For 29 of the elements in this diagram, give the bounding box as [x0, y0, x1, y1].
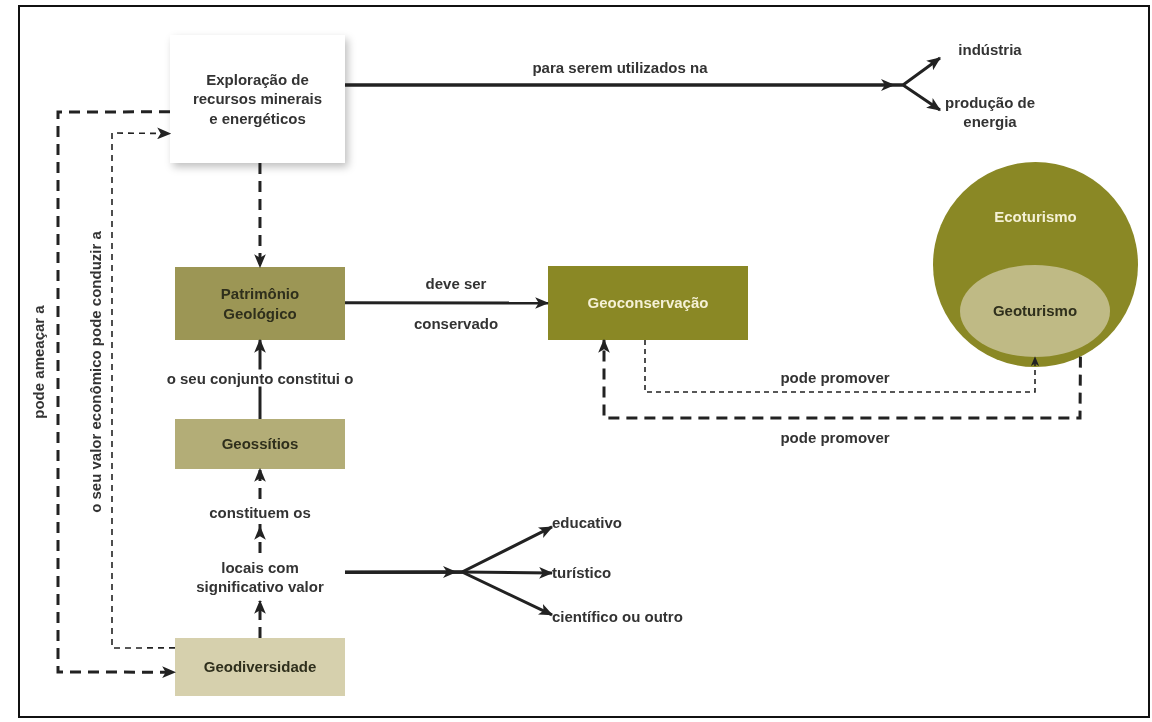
- text-label: turístico: [552, 563, 612, 583]
- node-label: Geossítios: [221, 434, 299, 454]
- arrow: [111, 127, 176, 649]
- process-box: [170, 35, 345, 163]
- process-box: [175, 638, 345, 696]
- text-label: educativo: [552, 513, 623, 533]
- node-label: Geoturismo: [992, 301, 1078, 321]
- arrow: [56, 110, 177, 679]
- node-label: Geoconservação: [587, 293, 709, 313]
- process-box: [175, 267, 345, 340]
- arrow: [644, 339, 1040, 393]
- text-label: científico ou outro: [552, 607, 683, 627]
- process-box: [175, 419, 345, 469]
- arrow: [345, 83, 941, 112]
- node-label: Exploração de recursos minerais e energéticos: [192, 69, 323, 129]
- arrow: [254, 599, 266, 638]
- arrow: [254, 163, 266, 269]
- arrow: [254, 468, 266, 553]
- text-label: indústria: [958, 40, 1022, 60]
- text-label: produção de energia: [945, 92, 1035, 132]
- text-label: locais com significativo valor: [195, 557, 325, 597]
- arrow: [345, 297, 550, 309]
- process-box: [548, 266, 748, 340]
- edge-label: constituem os: [206, 503, 314, 521]
- arrow: [598, 338, 1082, 420]
- node-label: Ecoturismo: [994, 207, 1077, 227]
- node-label: Patrimônio Geológico: [219, 284, 301, 323]
- node-label: Geodiversidade: [203, 657, 317, 677]
- arrow: [345, 570, 554, 617]
